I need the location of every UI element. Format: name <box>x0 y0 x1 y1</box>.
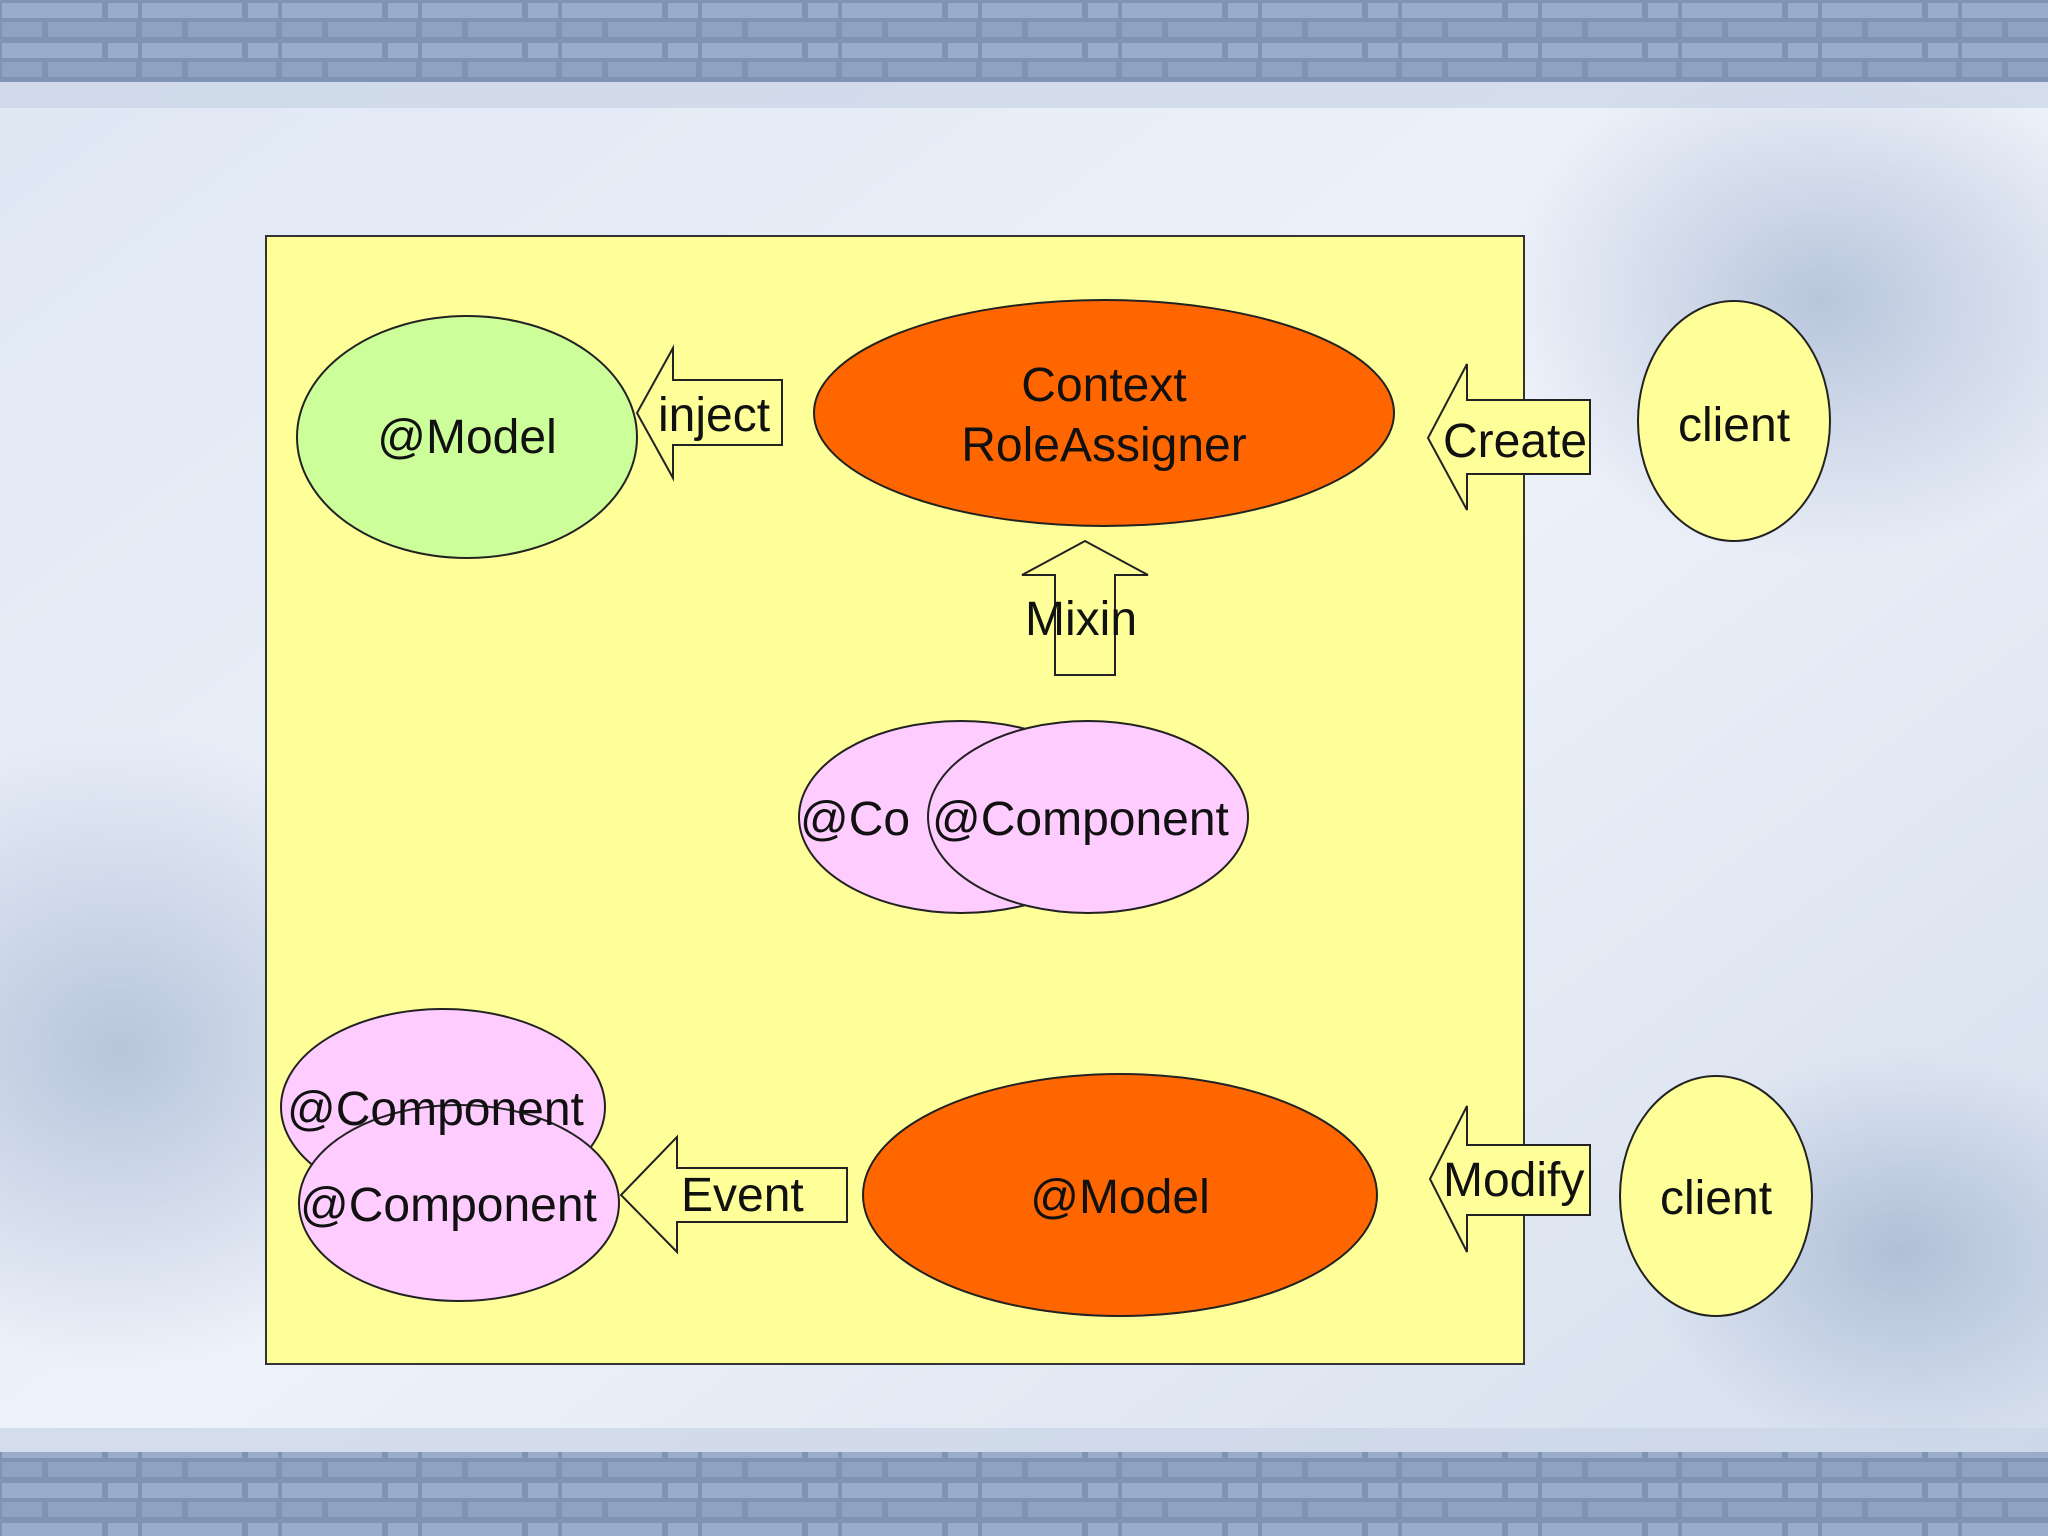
component-node-bottom-front <box>298 1104 620 1302</box>
role-assigner-label: RoleAssigner <box>961 419 1247 472</box>
event-label: Event <box>681 1169 804 1222</box>
client-label-bottom: client <box>1659 1172 1773 1225</box>
context-role-assigner-node <box>813 299 1395 527</box>
model-node-top <box>296 315 638 559</box>
inject-label: inject <box>658 389 771 442</box>
modify-arrow <box>1428 1105 1591 1253</box>
component-node-middle-front <box>927 720 1249 914</box>
inject-arrow <box>635 344 783 482</box>
component-label-bottom-back: @Component <box>287 1083 584 1136</box>
component-label-middle-back: @Co <box>800 793 911 846</box>
model-label-bottom: @Model <box>1030 1171 1210 1224</box>
client-node-bottom <box>1619 1075 1813 1317</box>
create-label: Create <box>1443 415 1588 468</box>
client-label-top: client <box>1677 399 1791 452</box>
mixin-label: Mixin <box>1025 593 1138 646</box>
event-arrow <box>619 1134 848 1255</box>
modify-label: Modify <box>1443 1154 1585 1207</box>
model-node-bottom <box>862 1073 1378 1317</box>
mixin-arrow <box>1021 539 1149 676</box>
context-label: Context <box>1021 359 1187 412</box>
create-arrow <box>1426 363 1591 511</box>
component-label-bottom-front: @Component <box>300 1179 597 1232</box>
component-label-middle-front: @Component <box>932 793 1229 846</box>
client-node-top <box>1637 300 1831 542</box>
model-label-top: @Model <box>377 411 557 464</box>
